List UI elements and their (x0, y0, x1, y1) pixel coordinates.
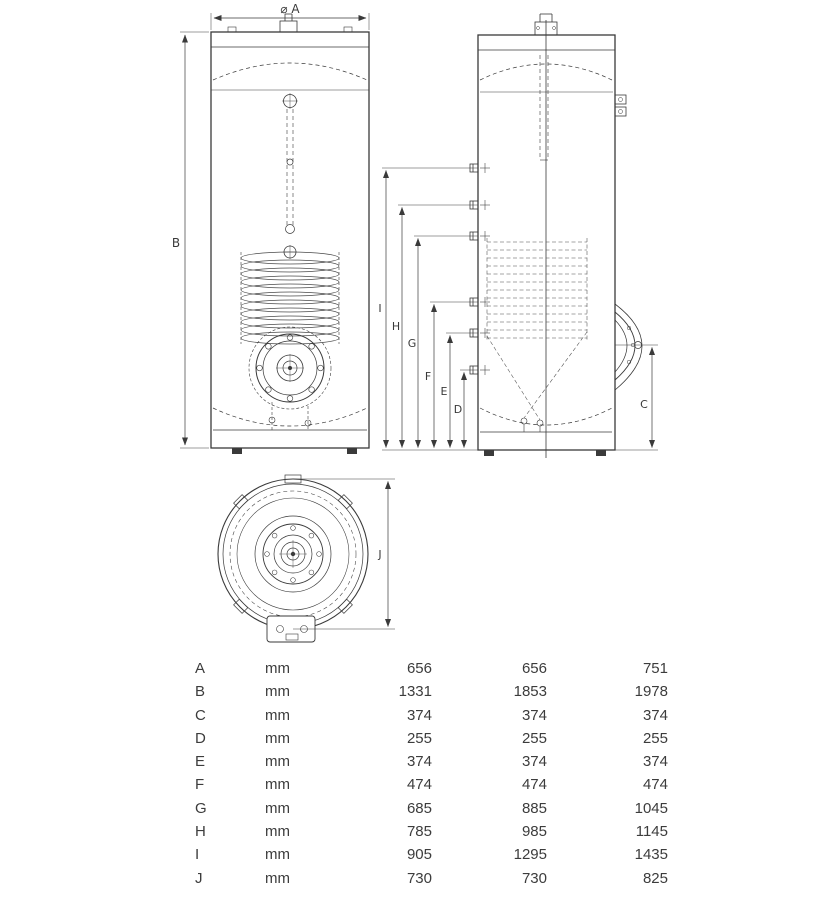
dim-label-c: C (640, 398, 648, 411)
row-unit: mm (265, 799, 290, 817)
row-value-1: 255 (406, 729, 432, 747)
dim-label-i: I (378, 302, 381, 315)
row-value-1: 685 (406, 799, 432, 817)
anode-and-sensor-front (282, 93, 298, 259)
row-value-2: 985 (521, 823, 547, 841)
row-label: I (195, 846, 200, 864)
tank-outline-side (477, 20, 616, 458)
dim-label-d: D (454, 403, 462, 416)
table-row: F mm 474 474 474 (195, 773, 668, 796)
row-unit: mm (265, 729, 290, 747)
row-value-1: 374 (406, 706, 432, 724)
row-value-3: 1045 (634, 799, 668, 817)
table-row: G mm 685 885 1045 (195, 797, 668, 820)
dimension-table: A mm 656 656 751 B mm 1331 1853 1978 C m… (195, 657, 668, 890)
lifting-lugs-top (233, 474, 353, 614)
row-label: C (195, 706, 206, 724)
dim-j-annotation: J (293, 478, 395, 630)
row-value-2: 885 (521, 799, 547, 817)
table-row: D mm 255 255 255 (195, 727, 668, 750)
row-value-1: 730 (406, 869, 432, 887)
row-value-3: 255 (642, 729, 668, 747)
row-label: B (195, 683, 206, 701)
row-value-3: 374 (642, 753, 668, 771)
front-view-drawing: ⌀ A B (172, 2, 370, 454)
dim-label-g: G (408, 337, 417, 350)
row-value-2: 374 (521, 753, 547, 771)
table-row: H mm 785 985 1145 (195, 820, 668, 843)
row-value-1: 905 (406, 846, 432, 864)
row-value-1: 374 (406, 753, 432, 771)
row-unit: mm (265, 869, 290, 887)
row-unit: mm (265, 753, 290, 771)
row-value-3: 1145 (635, 823, 668, 841)
dim-label-b: B (172, 236, 180, 250)
row-label: E (195, 753, 206, 771)
inspection-flange-top (262, 523, 324, 585)
foot-right (347, 448, 357, 454)
height-dimensions-side: I H G F E D (378, 167, 478, 451)
row-label: J (195, 869, 203, 887)
bottom-detail-front (232, 402, 357, 454)
table-row: B mm 1331 1853 1978 (195, 680, 668, 703)
row-label: G (195, 799, 207, 817)
row-label: A (195, 660, 206, 677)
table-row: E mm 374 374 374 (195, 750, 668, 773)
row-label: F (195, 776, 205, 794)
table-row: I mm 905 1295 1435 (195, 843, 668, 866)
dim-b-annotation: B (172, 31, 209, 449)
row-value-2: 255 (521, 729, 547, 747)
dim-label-f: F (425, 370, 431, 383)
row-value-3: 474 (642, 776, 668, 794)
coil-pipe-outlets-side (520, 417, 544, 432)
row-value-1: 656 (406, 660, 432, 677)
dim-a-annotation: ⌀ A (210, 2, 370, 30)
inspection-flange-front (248, 326, 332, 410)
row-value-2: 1853 (513, 683, 547, 701)
row-unit: mm (265, 683, 290, 701)
row-value-1: 1331 (398, 683, 432, 701)
row-value-3: 1978 (634, 683, 668, 701)
table-row: C mm 374 374 374 (195, 704, 668, 727)
dim-c-annotation: C (615, 344, 658, 451)
heating-coil-side (486, 238, 588, 421)
row-unit: mm (265, 776, 290, 794)
row-unit: mm (265, 660, 290, 677)
sensor-pocket-side (614, 94, 627, 117)
row-value-2: 730 (521, 869, 547, 887)
top-fittings-front (227, 13, 353, 33)
row-value-3: 374 (642, 706, 668, 724)
row-value-3: 825 (642, 869, 668, 887)
row-value-1: 785 (406, 823, 432, 841)
row-value-2: 656 (521, 660, 547, 677)
row-unit: mm (265, 823, 290, 841)
side-view-drawing: I H G F E D C (378, 13, 658, 458)
dim-label-j: J (377, 548, 381, 561)
heating-coil-front (240, 251, 340, 345)
top-fitting-side (534, 13, 558, 36)
top-view-drawing: J (217, 474, 395, 643)
row-value-3: 1435 (634, 846, 668, 864)
row-label: D (195, 729, 206, 747)
row-value-3: 751 (642, 660, 668, 677)
row-value-2: 474 (521, 776, 547, 794)
anode-side (539, 55, 549, 161)
table-row: J mm 730 730 825 (195, 867, 668, 890)
table-row: A mm 656 656 751 (195, 657, 668, 680)
row-value-1: 474 (406, 776, 432, 794)
foot-right (596, 450, 606, 456)
connection-stubs-side (469, 163, 490, 375)
foot-left (484, 450, 494, 456)
row-label: H (195, 823, 206, 841)
row-value-2: 374 (521, 706, 547, 724)
row-value-2: 1295 (513, 846, 547, 864)
dim-label-diameter-a: ⌀ A (280, 2, 300, 16)
side-flange (614, 303, 644, 391)
row-unit: mm (265, 706, 290, 724)
foot-left (232, 448, 242, 454)
dim-label-e: E (441, 385, 448, 398)
row-unit: mm (265, 846, 290, 864)
dim-label-h: H (392, 320, 400, 333)
